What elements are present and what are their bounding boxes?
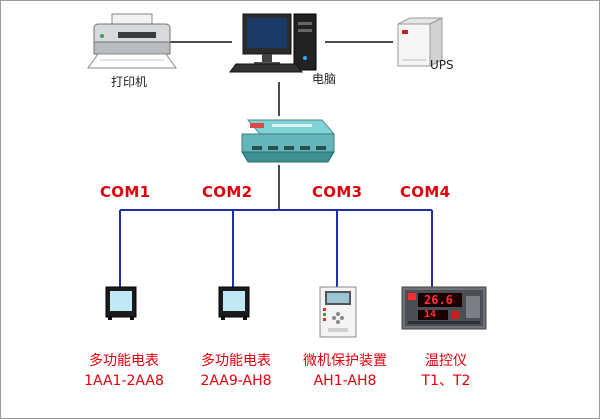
printer-label: 打印机 bbox=[111, 75, 148, 89]
temp-display-bottom: 14 bbox=[424, 309, 437, 320]
converter-icon bbox=[241, 119, 336, 163]
device-label-meter-2: 多功能电表 2AA9-AH8 bbox=[176, 351, 296, 391]
rs485-bus bbox=[119, 209, 433, 287]
computer-label: 电脑 bbox=[312, 72, 337, 86]
port-label-com2: COM2 bbox=[202, 183, 253, 201]
meter-1-icon bbox=[105, 286, 137, 320]
device-label-meter-1: 多功能电表 1AA1-2AA8 bbox=[64, 351, 184, 391]
device-range: 1AA1-2AA8 bbox=[84, 373, 164, 389]
device-label-protection: 微机保护装置 AH1-AH8 bbox=[285, 351, 405, 391]
temperature-controller-icon bbox=[401, 286, 487, 330]
device-name: 多功能电表 bbox=[201, 353, 271, 369]
device-label-temp-controller: 温控仪 T1、T2 bbox=[386, 351, 506, 391]
ups-icon bbox=[397, 17, 443, 67]
device-name: 温控仪 bbox=[425, 353, 467, 369]
computer-icon bbox=[229, 13, 317, 73]
device-range: AH1-AH8 bbox=[313, 373, 377, 389]
device-range: 2AA9-AH8 bbox=[200, 373, 272, 389]
device-name: 多功能电表 bbox=[89, 353, 159, 369]
port-label-com4: COM4 bbox=[400, 183, 451, 201]
port-label-com3: COM3 bbox=[312, 183, 363, 201]
temp-display-top: 26.6 bbox=[424, 293, 453, 307]
protection-relay-icon bbox=[319, 286, 357, 338]
meter-2-icon bbox=[218, 286, 250, 320]
ups-label: UPS bbox=[430, 58, 454, 72]
device-range: T1、T2 bbox=[421, 373, 471, 389]
device-name: 微机保护装置 bbox=[303, 353, 387, 369]
port-label-com1: COM1 bbox=[100, 183, 151, 201]
printer-icon bbox=[87, 13, 177, 69]
